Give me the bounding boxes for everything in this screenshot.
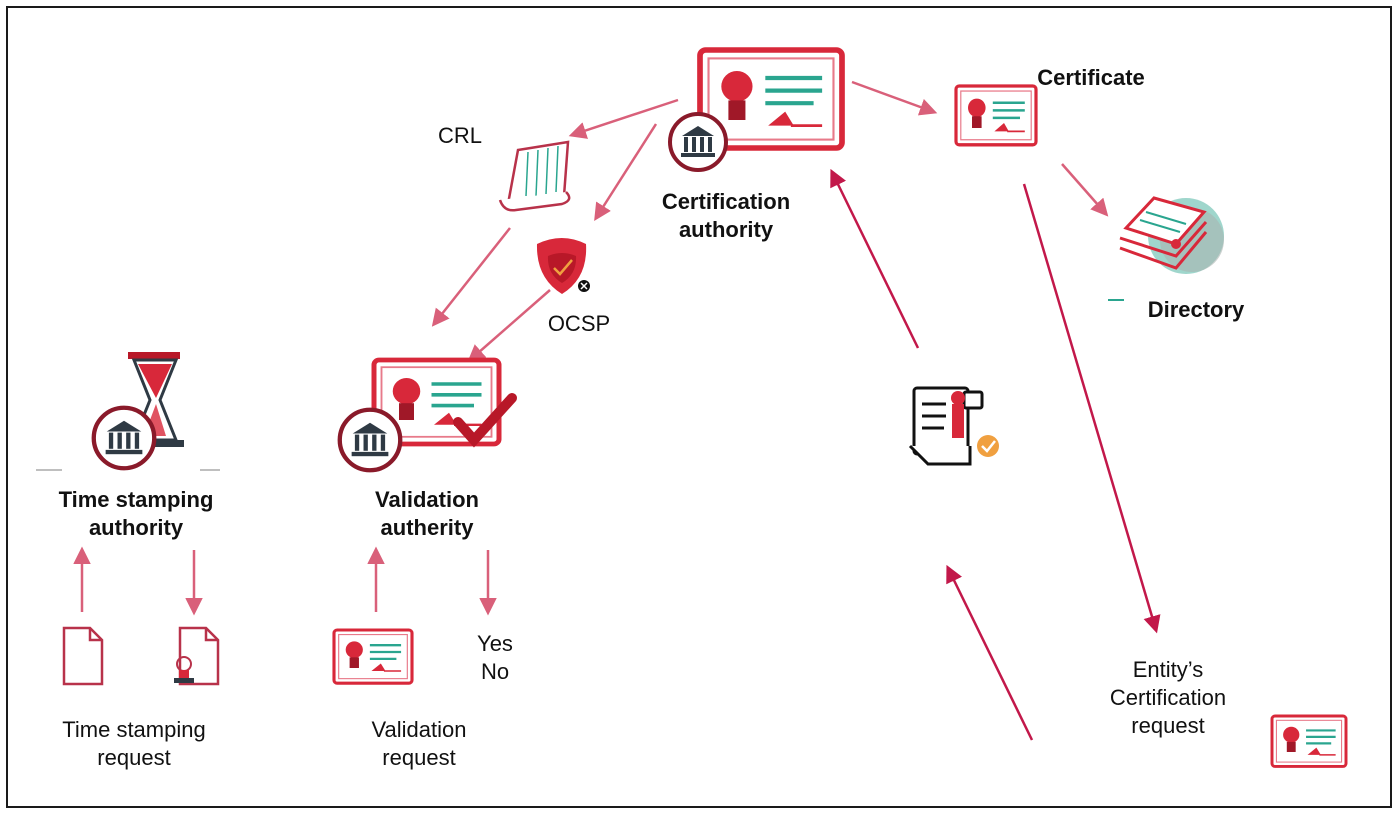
yes-no-label: Yes No: [477, 631, 513, 684]
arrow-ca-to-certificate: [851, 80, 938, 116]
arrow-crl-to-validation: [431, 227, 511, 327]
arrow-certificate-to-directory: [1061, 163, 1109, 217]
validation-authority-label: Validation autherity: [375, 487, 479, 540]
arrow-entity-to-request: [946, 564, 1034, 741]
stamped-document-icon: [174, 626, 220, 686]
ocsp-shield-icon: [536, 238, 590, 294]
crl-scroll-icon: [498, 140, 571, 212]
document-icon: [62, 626, 104, 686]
entity-certification-request-label: Entity’s Certification request: [1109, 657, 1227, 738]
crl-label: CRL: [437, 123, 482, 148]
validation-request-label: Validation request: [371, 717, 467, 770]
arrows: [73, 80, 1161, 741]
directory-label: Directory: [1147, 297, 1245, 322]
certificate-label: Certificate: [1037, 65, 1145, 90]
certificate-with-bank-icon: [668, 50, 842, 172]
arrow-ca-to-ocsp: [594, 123, 658, 221]
certification-authority-label: Certification authority: [661, 189, 791, 242]
ocsp-label: OCSP: [547, 311, 611, 336]
arrow-certificate-to-entity: [1022, 183, 1161, 634]
arrow-request-to-ca: [830, 168, 920, 349]
arrow-ocsp-to-validation: [467, 289, 551, 363]
diagram-frame: [6, 6, 1392, 808]
entity-certificate-icon: [1270, 714, 1348, 768]
validated-certificate-bank-icon: [340, 360, 517, 470]
time-stamping-authority-label: Time stamping authority: [58, 487, 214, 540]
directory-icon: [1108, 196, 1224, 301]
validation-request-certificate-icon: [332, 628, 414, 685]
request-form-icon: [908, 386, 999, 466]
time-stamping-request-label: Time stamping request: [62, 717, 206, 770]
arrow-ca-to-crl: [568, 98, 679, 139]
certificate-icon: [954, 84, 1038, 147]
hourglass-bank-icon: [36, 352, 220, 471]
